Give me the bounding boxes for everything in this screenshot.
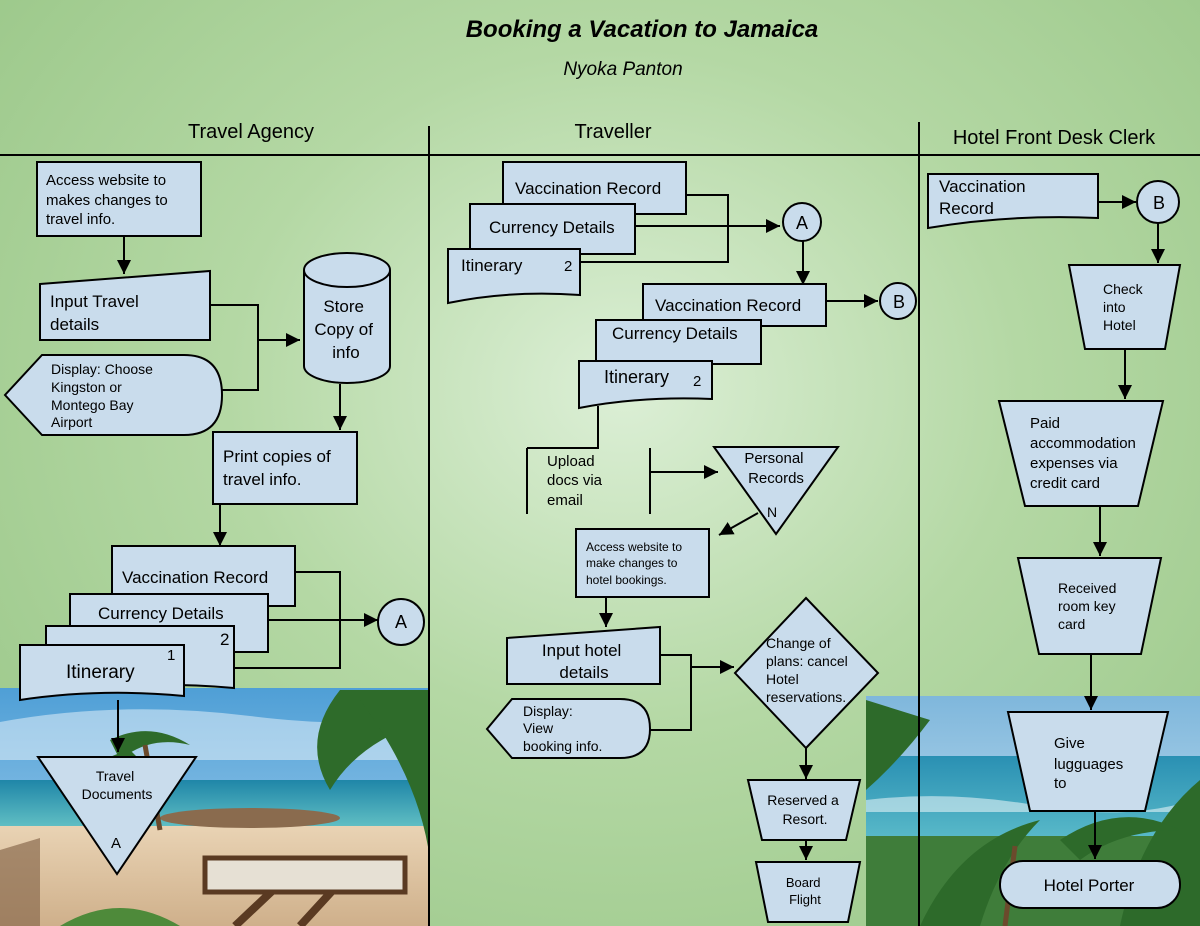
traveller-display-booking: Display: View booking info.: [485, 698, 652, 759]
process-label: Print copies of travel info.: [223, 447, 335, 489]
hotel-porter-terminator: Hotel Porter: [999, 860, 1181, 909]
file-mark: A: [111, 835, 121, 852]
hotel-give-luggage-operation: Give lugguages to: [1006, 711, 1170, 812]
hotel-paid-accommodation-operation: Paid accommodation expenses via credit c…: [997, 400, 1165, 507]
document-label: Currency Details: [489, 218, 615, 237]
traveller-connector-b: B: [879, 282, 917, 320]
document-label: Itinerary: [66, 662, 135, 683]
document-label: Vaccination Record: [515, 179, 661, 198]
operation-label: Give lugguages to: [1054, 735, 1127, 792]
agency-print-copies-process: Print copies of travel info.: [212, 431, 358, 505]
page-number: 2: [220, 630, 229, 649]
lane-title-travel-agency: Travel Agency: [188, 121, 314, 143]
database-label: Store Copy of info: [314, 297, 377, 362]
flow-arrow: [718, 512, 759, 536]
hotel-connector-b: B: [1136, 180, 1180, 224]
traveller-input-hotel-details: Input hotel details: [506, 625, 661, 685]
flow-connector: [580, 194, 729, 263]
agency-display-airport: Display: Choose Kingston or Montego Bay …: [3, 354, 224, 436]
traveller-board-flight-operation: Board Flight: [754, 861, 862, 923]
traveller-reserved-resort-operation: Reserved a Resort.: [746, 779, 862, 841]
document-label: Currency Details: [612, 324, 738, 343]
traveller-upload-docs-annotation: Upload docs via email: [526, 448, 651, 514]
operation-label: Board Flight: [786, 875, 824, 907]
hotel-check-in-operation: Check into Hotel: [1067, 264, 1182, 350]
svg-text:B: B: [893, 292, 905, 312]
page-number: 2: [693, 373, 701, 390]
document-label: Currency Details: [98, 604, 224, 623]
traveller-document-stack-mid: Vaccination Record Currency Details Itin…: [578, 283, 827, 410]
flow-connector: [210, 304, 259, 391]
traveller-change-plans-decision: Change of plans: cancel Hotel reservatio…: [733, 596, 880, 750]
decision-label: Change of plans: cancel Hotel reservatio…: [766, 635, 852, 705]
hotel-vaccination-record-document: Vaccination Record: [927, 173, 1099, 230]
document-label: Vaccination Record: [122, 568, 268, 587]
traveller-connector-a: A: [782, 202, 822, 242]
svg-text:A: A: [796, 213, 808, 233]
document-label: Vaccination Record: [939, 177, 1030, 218]
file-label: Personal Records: [744, 450, 807, 487]
lane-title-traveller: Traveller: [574, 121, 651, 143]
operation-label: Check into Hotel: [1103, 281, 1147, 333]
operation-label: Received room key card: [1058, 580, 1120, 632]
page-number: 2: [564, 258, 572, 275]
annotation-label: Upload docs via email: [547, 453, 606, 509]
diagram-author: Nyoka Panton: [563, 59, 682, 80]
display-label: Display: View booking info.: [523, 703, 602, 754]
agency-travel-documents-file: Travel Documents A: [36, 756, 198, 876]
lane-title-hotel-clerk: Hotel Front Desk Clerk: [953, 127, 1156, 149]
agency-document-stack: Vaccination Record Currency Details 2 It…: [19, 545, 296, 702]
process-label: Access website to make changes to hotel …: [586, 540, 685, 587]
manual-input-label: Input hotel details: [542, 641, 626, 682]
agency-store-copy-database: Store Copy of info: [303, 252, 391, 384]
hotel-received-key-operation: Received room key card: [1016, 557, 1163, 655]
svg-text:B: B: [1153, 193, 1165, 213]
manual-input-label: Input Travel details: [50, 292, 144, 334]
display-label: Display: Choose Kingston or Montego Bay …: [51, 361, 157, 430]
operation-label: Reserved a Resort.: [767, 792, 842, 827]
agency-input-travel-details: Input Travel details: [39, 269, 211, 341]
file-mark: N: [767, 504, 777, 520]
traveller-access-website-process: Access website to make changes to hotel …: [575, 528, 710, 598]
svg-text:A: A: [395, 612, 407, 632]
swimlane-dividers: [0, 122, 1200, 926]
traveller-personal-records-file: Personal Records N: [712, 446, 840, 536]
document-label: Itinerary: [461, 256, 523, 275]
document-label: Vaccination Record: [655, 296, 801, 315]
document-label: Itinerary: [604, 367, 669, 387]
flow-connector: [650, 654, 692, 731]
agency-connector-a: A: [377, 598, 425, 646]
page-number: 1: [167, 647, 175, 664]
process-label: Access website to makes changes to trave…: [46, 172, 172, 228]
operation-label: Paid accommodation expenses via credit c…: [1030, 415, 1140, 492]
terminator-label: Hotel Porter: [1044, 876, 1135, 895]
traveller-document-stack-top: Vaccination Record Currency Details Itin…: [447, 161, 687, 305]
flow-connector: [527, 406, 599, 449]
diagram-title: Booking a Vacation to Jamaica: [466, 16, 819, 43]
agency-access-website-process: Access website to makes changes to trave…: [36, 161, 202, 237]
beach-photo-left: [0, 688, 430, 926]
file-label: Travel Documents: [82, 768, 153, 802]
